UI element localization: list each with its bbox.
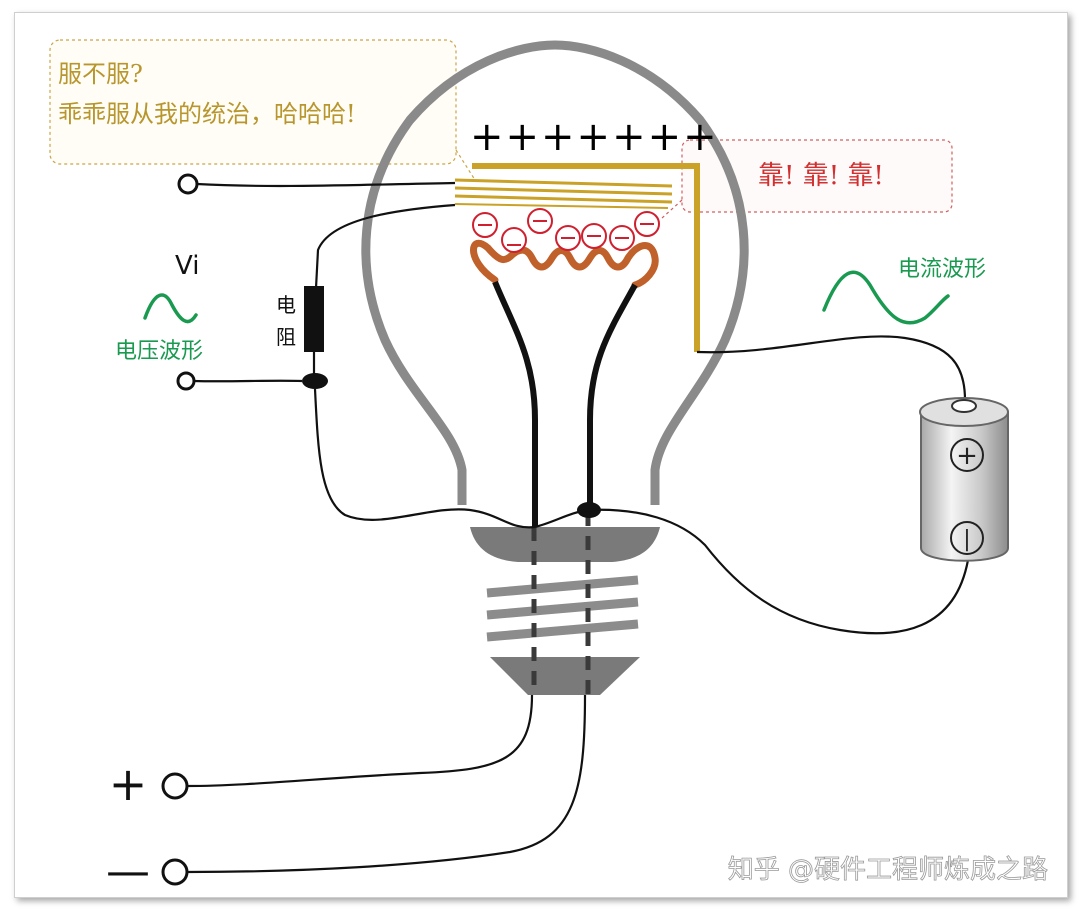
wire-input-to-grid [196,181,456,188]
filament-coil [470,239,659,289]
voltage-waveform-icon [143,293,198,324]
output-terminal-plus[interactable] [161,772,189,800]
wire-node-to-filament [313,388,536,529]
wire-base-to-plus [186,694,534,788]
wire-filament-to-battery-minus [588,508,970,635]
electron [609,225,635,251]
battery-plus-symbol [950,438,984,472]
resistor [304,286,324,352]
grid-wire-3 [454,194,673,204]
electron [472,212,498,238]
plate-callout-box [681,139,953,213]
output-plus-sign: + [109,757,148,811]
grid-callout-line1: 服不服? [58,60,143,88]
output-minus-sign: — [106,846,150,897]
vi-label: Vi [175,251,199,281]
watermark: 知乎 @硬件工程师炼成之路 [728,855,1048,885]
grid-wire-2 [454,186,673,196]
current-waveform-icon [822,270,950,325]
wire-grid-to-resistor [314,203,456,289]
electron [581,223,607,249]
output-terminal-minus[interactable] [161,858,189,886]
wire-join-left-right [534,508,590,529]
electron [555,225,581,251]
current-waveform-label: 电流波形 [898,257,986,282]
bulb-glass [361,40,749,505]
grid-wire-4 [454,203,669,209]
plate-charges: +++++++ [470,114,719,160]
filament-lead-left [492,280,538,527]
battery: + | [919,397,1009,562]
electron [527,208,553,234]
wire-plate-to-battery-plus [696,335,967,401]
wire-base-to-minus [186,694,587,874]
plate-callout-text: 靠! 靠! 靠! [758,161,884,191]
battery-minus-symbol [950,521,984,555]
base-thread-1 [486,575,639,598]
filament-lead-right [587,283,638,512]
electron [501,227,527,253]
battery-plus-label: + [956,441,978,471]
resistor-node [302,373,328,389]
plate-callout-pointer [661,199,683,219]
base-tip [490,657,640,695]
resistor-label-2: 阻 [276,325,296,349]
plate-anode [472,163,700,352]
grid-callout-line2: 乖乖服从我的统治，哈哈哈! [58,100,356,128]
electrons [472,208,660,253]
base-thread-2 [486,597,639,620]
wire-bottom-input-to-node [193,379,303,383]
electron [634,211,660,237]
resistor-label-1: 电 [276,293,296,317]
base-thread-3 [486,619,639,642]
input-terminal-bottom[interactable] [176,371,196,391]
bulb-base-cap [470,527,660,562]
grid-wire-1 [454,178,673,188]
grid-callout-box [49,39,457,165]
battery-minus-label: | [963,527,970,552]
input-terminal-top[interactable] [177,173,199,195]
voltage-waveform-label: 电压波形 [115,339,203,364]
